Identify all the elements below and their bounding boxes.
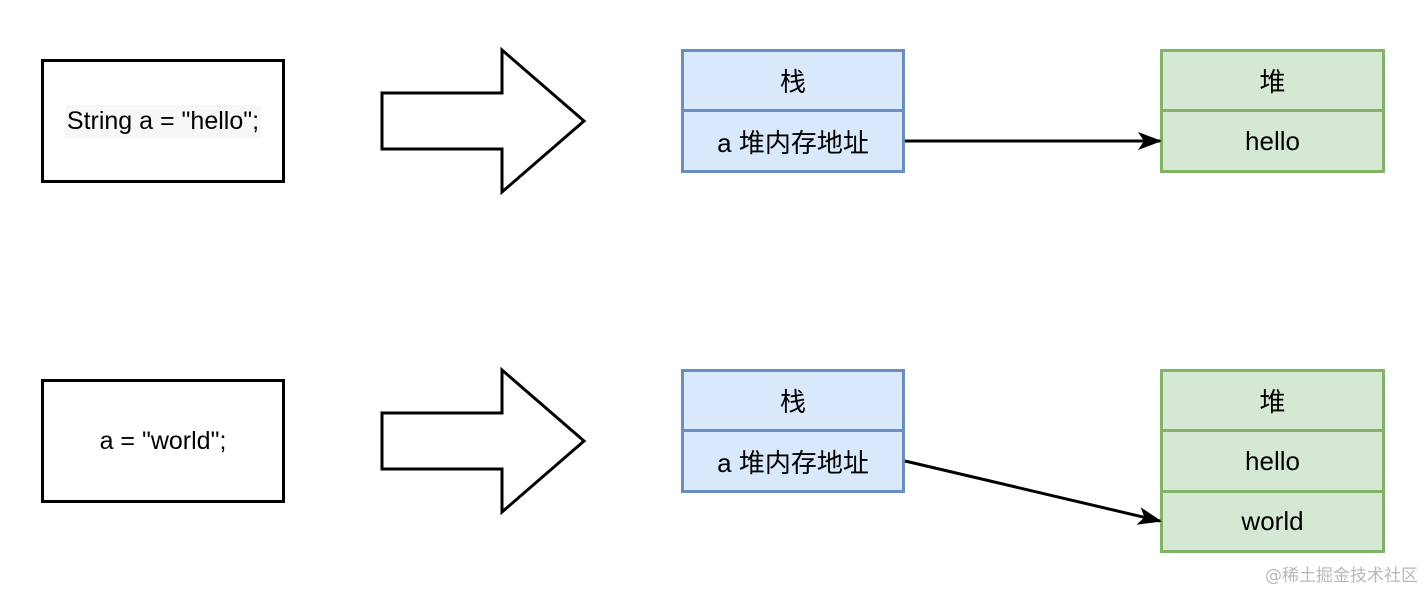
heap-header-2-label: 堆 bbox=[1259, 388, 1286, 418]
stack-header-1-label: 栈 bbox=[779, 68, 806, 98]
code-statement-1-text: String a = "hello"; bbox=[64, 104, 262, 138]
stack-entry-2-label: a 堆内存地址 bbox=[717, 447, 869, 478]
pointer-arrow-2 bbox=[904, 459, 1162, 525]
code-statement-2: a = "world"; bbox=[41, 379, 285, 503]
heap-cell-2-world: world bbox=[1160, 490, 1385, 553]
heap-cell-2-world-label: world bbox=[1241, 506, 1304, 536]
block-arrow-1-icon bbox=[380, 46, 587, 196]
code-statement-1: String a = "hello"; bbox=[41, 59, 285, 183]
stack-entry-1: a 堆内存地址 bbox=[681, 109, 905, 173]
heap-cell-1-hello-label: hello bbox=[1245, 125, 1300, 156]
stack-header-1: 栈 bbox=[681, 49, 905, 112]
heap-cell-2-hello-label: hello bbox=[1245, 445, 1300, 476]
heap-header-1-label: 堆 bbox=[1259, 68, 1286, 98]
stack-entry-2: a 堆内存地址 bbox=[681, 429, 905, 493]
block-arrow-2-icon bbox=[380, 366, 587, 516]
heap-cell-2-hello: hello bbox=[1160, 429, 1385, 493]
heap-cell-1-hello: hello bbox=[1160, 109, 1385, 173]
watermark: @稀土掘金技术社区 bbox=[1265, 566, 1418, 586]
code-statement-2-text: a = "world"; bbox=[99, 426, 227, 455]
stack-entry-1-label: a 堆内存地址 bbox=[717, 127, 869, 158]
stack-header-2: 栈 bbox=[681, 369, 905, 432]
stack-header-2-label: 栈 bbox=[779, 388, 806, 418]
